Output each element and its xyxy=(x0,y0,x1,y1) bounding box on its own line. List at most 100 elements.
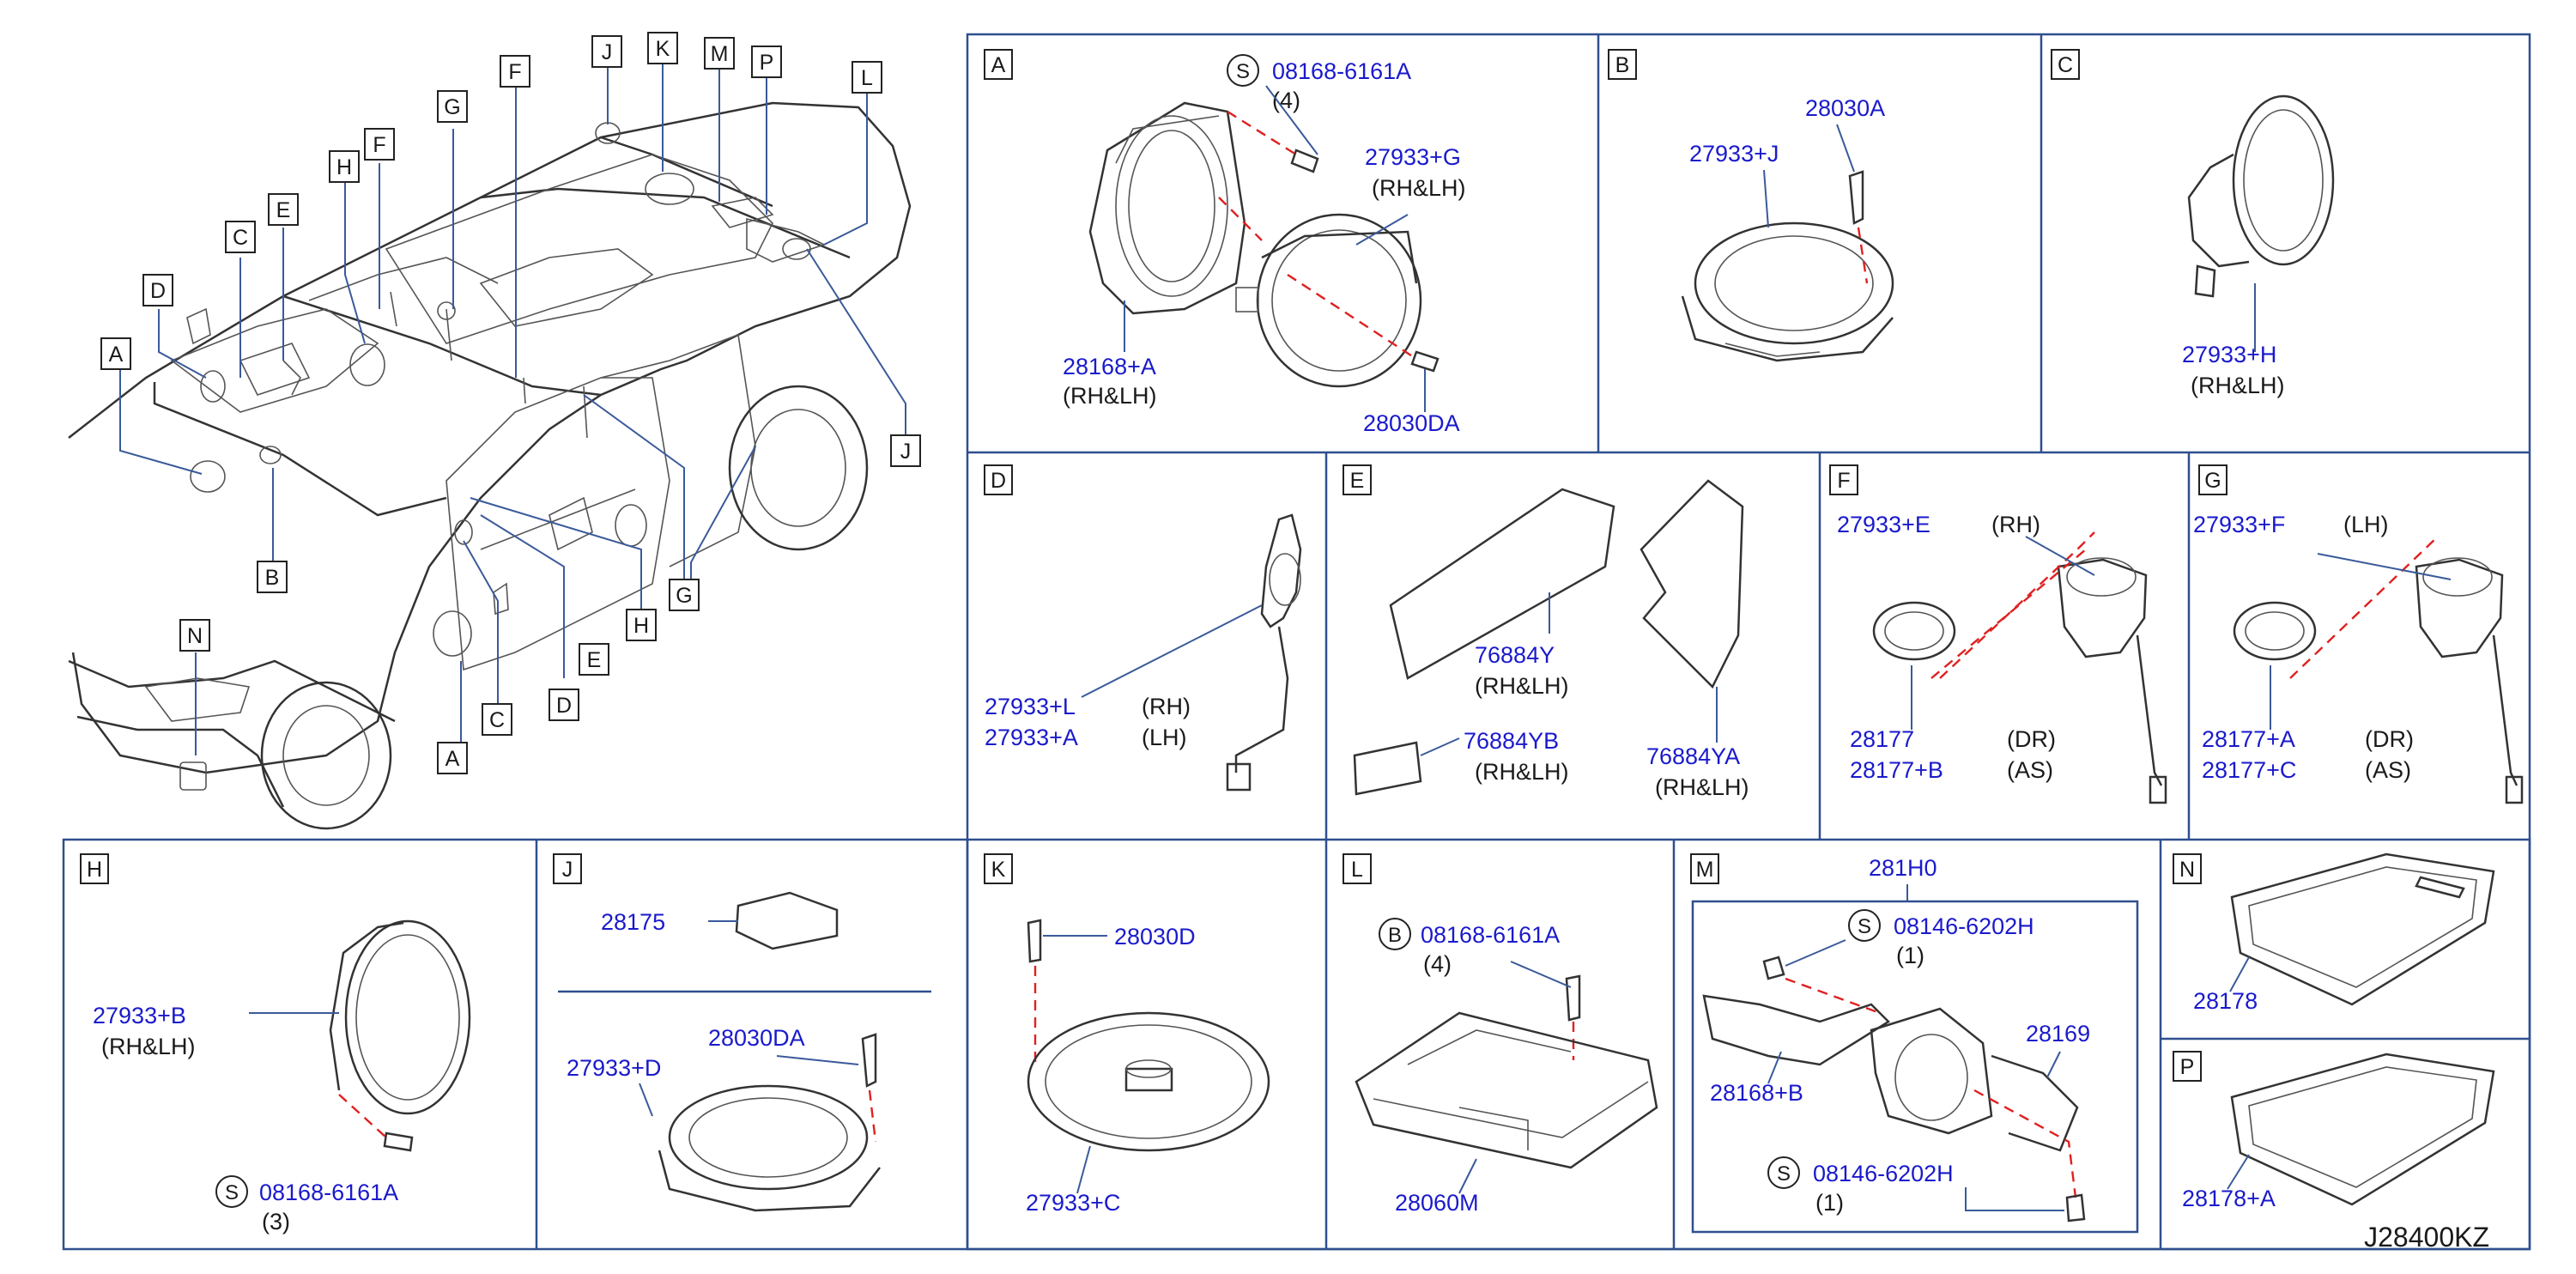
label-text: L xyxy=(1351,858,1363,882)
label-text: G xyxy=(2204,469,2221,493)
label-text: A xyxy=(445,747,460,771)
part-28168-B: 28168+B xyxy=(1710,1080,1803,1106)
label-text: N xyxy=(2179,858,2195,882)
part-28168-A: 28168+A xyxy=(1063,354,1156,379)
part-76884Y: 76884Y xyxy=(1475,642,1555,668)
part-28177-C: 28177+C xyxy=(2202,757,2296,783)
label-text: C xyxy=(2058,53,2073,77)
label-text: (DR) xyxy=(2365,726,2414,752)
label-text: (RH) xyxy=(1142,694,1191,719)
label-text: B xyxy=(265,566,280,590)
part-08168-6161A: 08168-6161A xyxy=(1272,58,1411,84)
label-text: C xyxy=(233,226,248,250)
label-text: A xyxy=(991,53,1006,77)
label-text: H xyxy=(633,614,649,638)
label-text: (RH&LH) xyxy=(2191,373,2285,398)
part-28177-A: 28177+A xyxy=(2202,726,2295,752)
label-text: D xyxy=(556,694,572,718)
part-28030A: 28030A xyxy=(1805,95,1885,121)
part-28060M: 28060M xyxy=(1395,1190,1479,1216)
label-text: M xyxy=(711,42,729,66)
part-28030D: 28030D xyxy=(1114,924,1196,949)
part-08168-6161A-h: 08168-6161A xyxy=(259,1180,398,1205)
label-text: L xyxy=(861,66,873,90)
car-label-L: L xyxy=(852,61,882,94)
svg-text:B: B xyxy=(1388,924,1402,947)
panel-F: F 27933+E (RH) 28177 (DR) 28177+B (AS) xyxy=(1829,464,2167,804)
label-text: K xyxy=(991,858,1006,882)
car-label-H: H xyxy=(329,150,360,183)
car-label-E: E xyxy=(268,193,299,226)
label-text: (AS) xyxy=(2365,757,2411,783)
label-text: (DR) xyxy=(2007,726,2056,752)
car-label-H2: H xyxy=(626,609,657,641)
label-text: A xyxy=(109,343,124,367)
car-label-F: F xyxy=(364,128,395,161)
label-text: (RH&LH) xyxy=(1063,383,1157,409)
part-27933-F: 27933+F xyxy=(2193,512,2285,537)
part-27933-A: 27933+A xyxy=(985,725,1078,750)
car-label-M: N xyxy=(179,619,210,652)
part-27933-H: 27933+H xyxy=(2182,342,2276,367)
label-text: (RH&LH) xyxy=(1655,774,1749,800)
car-label-D: D xyxy=(142,274,173,306)
part-28178-A: 28178+A xyxy=(2182,1186,2276,1211)
part-27933-B: 27933+B xyxy=(93,1003,186,1028)
part-28169: 28169 xyxy=(2026,1021,2090,1046)
label-text: D xyxy=(150,279,166,303)
part-27933-L: 27933+L xyxy=(985,694,1076,719)
panel-D: D 27933+L (RH) 27933+A (LH) xyxy=(984,464,1302,792)
label-text: (RH) xyxy=(1991,512,2040,537)
panel-L: L B 08168-6161A (4) 28060M xyxy=(1343,853,1658,1216)
part-76884YA: 76884YA xyxy=(1646,743,1740,769)
label-text: H xyxy=(336,155,352,179)
car-label-A: A xyxy=(100,337,131,370)
panel-K: K 28030D 27933+C xyxy=(984,853,1270,1216)
panel-P: P 28178+A xyxy=(2173,1051,2495,1211)
label-text: (RH&LH) xyxy=(1475,759,1569,785)
part-27933-D: 27933+D xyxy=(567,1055,661,1081)
car-label-C2: C xyxy=(482,703,512,736)
label-text: E xyxy=(276,198,291,222)
part-27933-J: 27933+J xyxy=(1689,141,1779,167)
label-text: B xyxy=(1615,53,1630,77)
label-text: (AS) xyxy=(2007,757,2053,783)
svg-text:S: S xyxy=(1858,915,1871,938)
label-text: J xyxy=(602,40,613,64)
label-text: F xyxy=(1837,469,1850,493)
panel-C: C 27933+H (RH&LH) xyxy=(2051,49,2335,398)
diagram-code: J28400KZ xyxy=(2364,1222,2489,1253)
part-28175: 28175 xyxy=(601,909,665,935)
label-text: E xyxy=(587,648,602,672)
label-text: J xyxy=(900,440,912,464)
label-text: (LH) xyxy=(2343,512,2389,537)
label-text: P xyxy=(2180,1055,2195,1079)
car-label-N: M xyxy=(704,37,735,70)
label-text: (1) xyxy=(1896,943,1924,968)
panel-E: E 76884Y (RH&LH) 76884YB (RH&LH) 76884YA… xyxy=(1343,464,1749,800)
panel-A: A S 08168-6161A (4) 27933+G (RH&LH) 2816… xyxy=(984,49,1466,436)
part-08146-6202H-2: 08146-6202H xyxy=(1813,1161,1954,1186)
part-27933-G: 27933+G xyxy=(1365,144,1461,170)
label-text: K xyxy=(656,37,670,61)
part-28178: 28178 xyxy=(2193,988,2258,1014)
panel-N: N 28178 xyxy=(2173,852,2495,1014)
part-27933-E: 27933+E xyxy=(1837,512,1930,537)
label-text: C xyxy=(489,708,505,732)
car-label-D2: D xyxy=(549,689,579,721)
label-text: (LH) xyxy=(1142,725,1187,750)
label-text: M xyxy=(1696,858,1714,882)
label-text: G xyxy=(444,95,460,119)
label-text: H xyxy=(87,858,102,882)
label-text: (1) xyxy=(1815,1190,1844,1216)
car-overview: A B C D E H F G F J K M P L J G H E D C … xyxy=(68,32,921,830)
label-text: (RH&LH) xyxy=(101,1034,196,1059)
car-label-E2: E xyxy=(579,643,609,676)
label-text: N xyxy=(187,624,203,648)
part-28030DA-j: 28030DA xyxy=(708,1025,805,1051)
svg-text:S: S xyxy=(1236,60,1250,83)
label-text: G xyxy=(676,584,692,608)
car-label-F2: F xyxy=(500,55,530,88)
label-text: (3) xyxy=(262,1209,290,1235)
